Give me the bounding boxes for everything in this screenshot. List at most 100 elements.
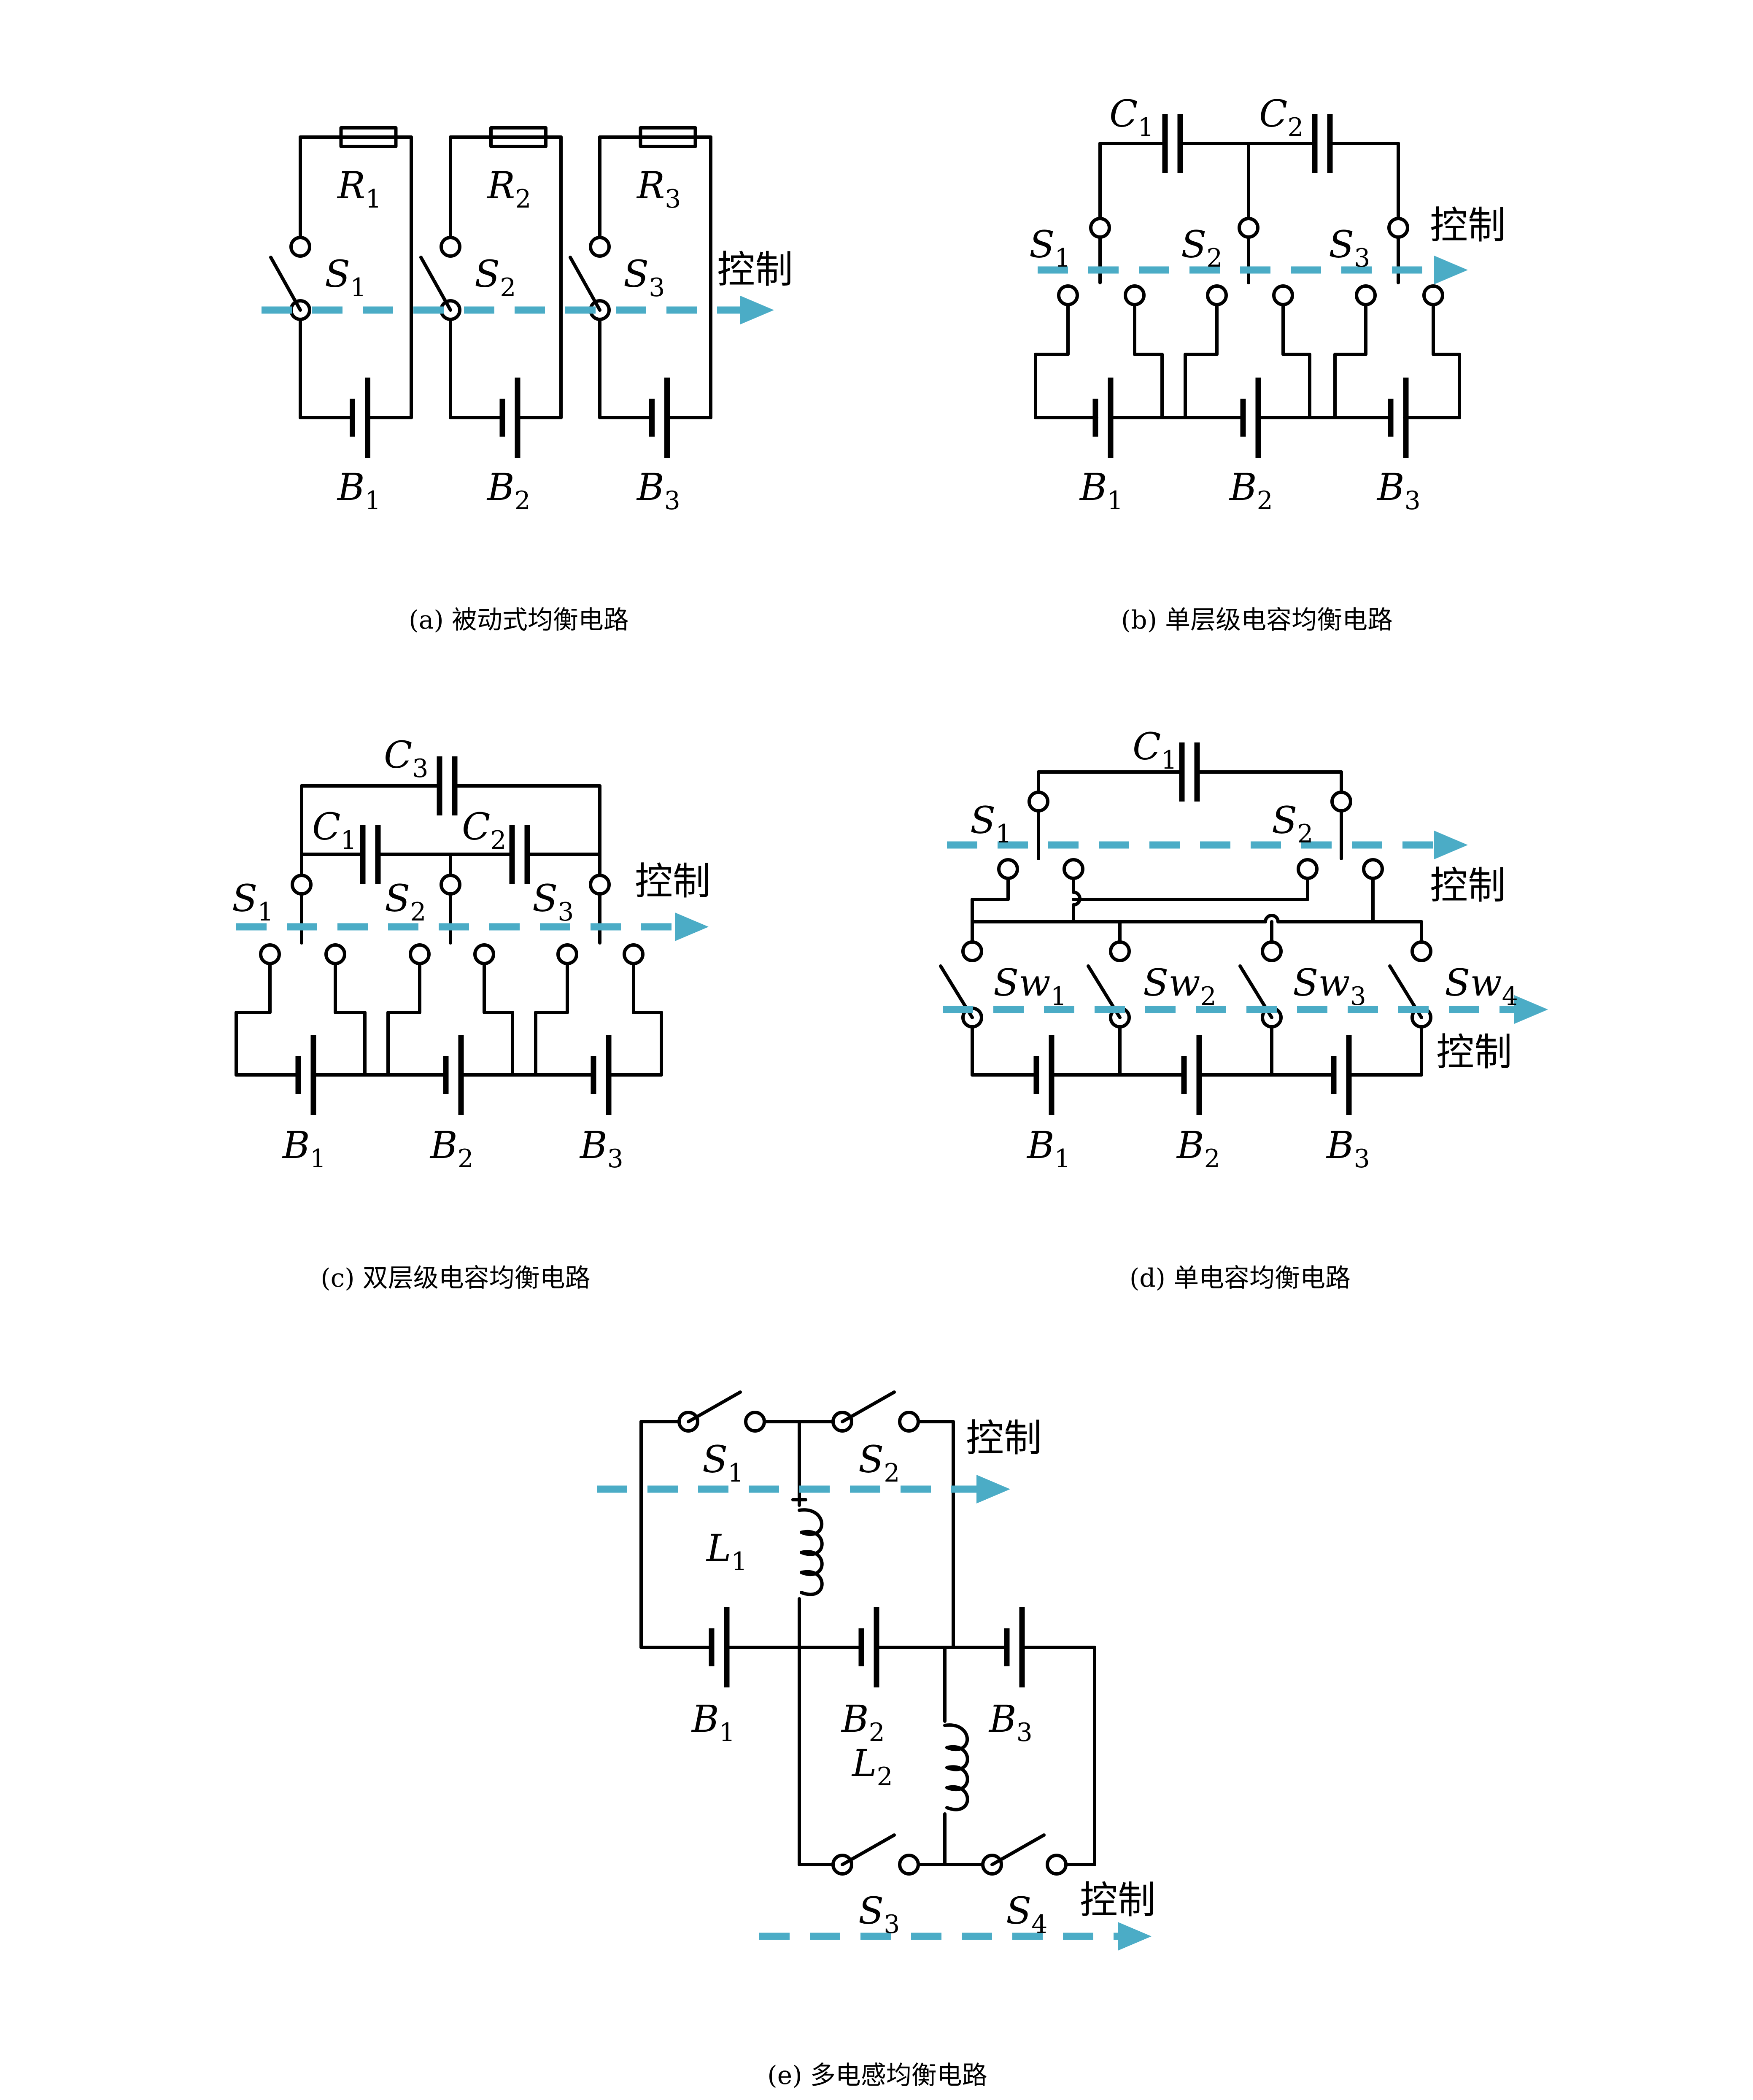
label-subscript: 3 (1017, 1718, 1033, 1747)
capacitor-C1-label: C1 (1109, 92, 1154, 142)
label-subscript: 2 (1204, 1144, 1220, 1174)
switch-terminal (473, 943, 495, 965)
inductor-coil (943, 1723, 969, 1811)
label-subscript: 3 (1350, 982, 1366, 1011)
label-subscript: 2 (410, 897, 426, 927)
switch-terminal (1362, 858, 1384, 880)
switch-S2-label: S2 (475, 252, 516, 302)
panel-caption: (a) 被动式均衡电路 (409, 605, 629, 635)
control-label: 控制 (717, 248, 793, 292)
label-subscript: 1 (1054, 243, 1071, 273)
wire (483, 962, 514, 1077)
switch-S4-label: S4 (1006, 1889, 1047, 1939)
switch-blade (569, 256, 601, 312)
wire (606, 962, 663, 1077)
wire (598, 135, 712, 419)
label-subscript: 3 (649, 273, 665, 302)
label-subscript: 3 (1354, 1144, 1370, 1174)
switch-terminal (744, 1411, 766, 1433)
switch-blade (990, 1833, 1046, 1866)
label-symbol: S (623, 252, 649, 296)
label-symbol: B (486, 465, 515, 509)
switch-terminal (898, 1854, 920, 1876)
control-arrow-head (1118, 1922, 1152, 1951)
label-subscript: 2 (515, 184, 531, 214)
resistor-body (489, 126, 547, 148)
battery-B3-label: B3 (1326, 1123, 1370, 1174)
panel-caption: (b) 单层级电容均衡电路 (1121, 605, 1393, 635)
wire (1034, 303, 1098, 419)
switch-blade (269, 256, 302, 312)
wire (334, 962, 367, 1077)
switch-S1-label: S1 (702, 1438, 744, 1488)
label-symbol: S (232, 877, 257, 920)
label-symbol: S (1029, 223, 1054, 266)
capacitor-C2-label: C2 (1259, 92, 1304, 142)
wire (971, 877, 1010, 923)
switch-S3-label: S3 (623, 252, 665, 302)
switch-blade (687, 1390, 742, 1423)
label-subscript: 2 (884, 1458, 900, 1488)
label-subscript: 2 (515, 486, 531, 516)
control-arrow-head (1514, 995, 1548, 1024)
label-symbol: R (337, 164, 365, 207)
label-symbol: B (429, 1123, 458, 1167)
wire (534, 962, 569, 1077)
label-subscript: 3 (664, 486, 680, 516)
wire (1333, 303, 1367, 419)
label-symbol: L (851, 1741, 876, 1785)
control-label: 控制 (966, 1416, 1042, 1460)
label-symbol: S (858, 1438, 884, 1481)
wire (1184, 303, 1219, 419)
label-symbol: S (385, 877, 410, 920)
wire-crossing (1264, 914, 1280, 923)
switch-terminal (259, 943, 281, 965)
label-symbol: S (1181, 223, 1206, 266)
label-symbol: Sw (993, 961, 1051, 1004)
label-symbol: S (702, 1438, 728, 1481)
capacitor-C2-label: C2 (462, 805, 507, 855)
switch-terminal (1063, 858, 1084, 880)
label-symbol: B (337, 465, 365, 509)
battery-B2-label: B2 (429, 1123, 474, 1174)
wire (1063, 1646, 1096, 1866)
switch-S1-label: S1 (1029, 223, 1071, 273)
label-subscript: 3 (665, 184, 681, 214)
label-subscript: 1 (350, 273, 366, 302)
wire (299, 135, 413, 419)
label-symbol: B (1079, 465, 1107, 509)
label-subscript: 1 (310, 1144, 326, 1174)
control-arrow-head (740, 296, 774, 324)
panel-caption: (e) 多电感均衡电路 (767, 2061, 987, 2090)
label-subscript: 3 (1405, 486, 1421, 516)
switch-terminal (1422, 284, 1444, 306)
resistor-R1-label: R1 (337, 164, 381, 214)
label-subscript: 1 (728, 1458, 744, 1488)
wire (1276, 920, 1423, 949)
label-symbol: S (1006, 1889, 1031, 1933)
label-subscript: 4 (1502, 982, 1518, 1011)
label-symbol: C (1133, 725, 1161, 768)
label-subscript: 3 (412, 754, 428, 783)
label-symbol: B (1376, 465, 1405, 509)
battery-B3-label: B3 (988, 1697, 1033, 1747)
switch-S3-label: S3 (858, 1889, 900, 1939)
switch-terminal (324, 943, 346, 965)
switch-terminal (409, 943, 431, 965)
switch-terminal (1089, 217, 1111, 239)
label-subscript: 3 (884, 1910, 900, 1939)
label-symbol: B (988, 1697, 1017, 1741)
wire (639, 1420, 698, 1649)
switch-terminal (961, 940, 983, 962)
label-subscript: 1 (731, 1547, 747, 1576)
label-symbol: C (1259, 92, 1287, 135)
wire (1133, 303, 1164, 419)
label-subscript: 2 (1297, 819, 1313, 849)
label-subscript: 3 (1354, 243, 1370, 273)
label-symbol: B (1026, 1123, 1054, 1167)
